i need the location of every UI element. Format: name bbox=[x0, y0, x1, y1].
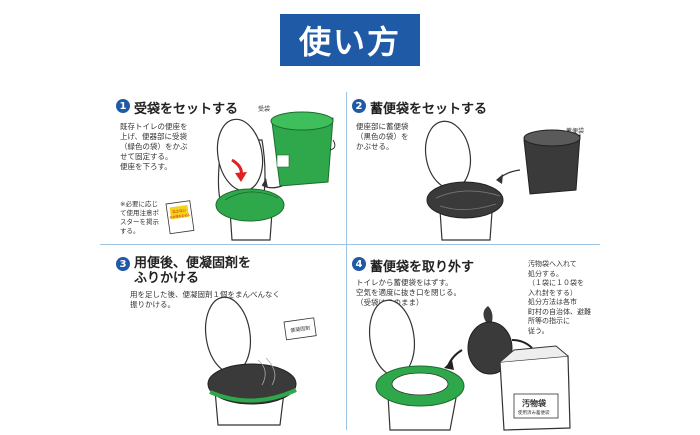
step-1-title-text: 受袋をセットする bbox=[134, 102, 239, 117]
divider-horizontal bbox=[100, 244, 600, 245]
step-3-description: 用を足した後、便凝固剤１個をまんべんなく 振りかける。 bbox=[130, 290, 280, 309]
svg-text:便凝固剤: 便凝固剤 bbox=[290, 324, 311, 334]
waste-bag-label: 汚物袋 bbox=[522, 399, 546, 408]
step-4-title-text: 蓄便袋を取り外す bbox=[370, 260, 475, 275]
toilet-3-icon bbox=[204, 296, 297, 426]
step-1-bag-label: 受袋 bbox=[258, 106, 271, 113]
divider-vertical bbox=[346, 92, 347, 430]
waste-bag-sublabel: 使用済み蓄便袋 bbox=[518, 411, 550, 416]
waste-bag-icon bbox=[499, 345, 571, 431]
poster-icon: 流さない 水が流れません bbox=[165, 200, 195, 235]
step-2-number: 2 bbox=[352, 99, 366, 113]
step-2-bag-label: 蓄便袋 bbox=[566, 128, 585, 135]
step-3-title-text: 用便後、便凝固剤を ふりかける bbox=[134, 256, 252, 286]
coagulant-packet-icon: 便凝固剤 bbox=[283, 317, 317, 341]
step-3-number: 3 bbox=[116, 257, 130, 271]
step-3-title: 3 用便後、便凝固剤を ふりかける bbox=[116, 256, 251, 286]
step-4-number: 4 bbox=[352, 257, 366, 271]
step-1-description: 既存トイレの便座を 上げ、便器部に受袋 （緑色の袋）をかぶ せて固定する。 便座… bbox=[120, 122, 188, 171]
step-2-description: 便座部に蓄便袋 （黒色の袋）を かぶせる。 bbox=[356, 122, 409, 151]
green-bag-icon bbox=[261, 111, 336, 189]
svg-text:水が流れません: 水が流れません bbox=[169, 212, 190, 220]
step-2-title: 2 蓄便袋をセットする bbox=[352, 98, 487, 117]
step-1-note: ※必要に応じ て使用注意ポ スターを掲示 する。 bbox=[120, 200, 159, 235]
step-1-title: 1 受袋をセットする bbox=[116, 98, 238, 117]
toilet-2-icon bbox=[424, 120, 504, 241]
step-4-side-note: 汚物袋へ入れて 処分する。 （１袋に１０袋を 入れ封をする） 処分方法は各市 町… bbox=[528, 260, 591, 335]
toilet-4-icon bbox=[368, 299, 465, 431]
toilet-1-icon bbox=[215, 118, 285, 241]
step-1-number: 1 bbox=[116, 99, 130, 113]
page-title: 使い方 bbox=[280, 14, 420, 66]
svg-text:流さない: 流さない bbox=[172, 207, 187, 214]
step-2-title-text: 蓄便袋をセットする bbox=[370, 102, 488, 117]
black-bag-icon bbox=[496, 129, 581, 195]
step-4-title: 4 蓄便袋を取り外す bbox=[352, 256, 474, 275]
